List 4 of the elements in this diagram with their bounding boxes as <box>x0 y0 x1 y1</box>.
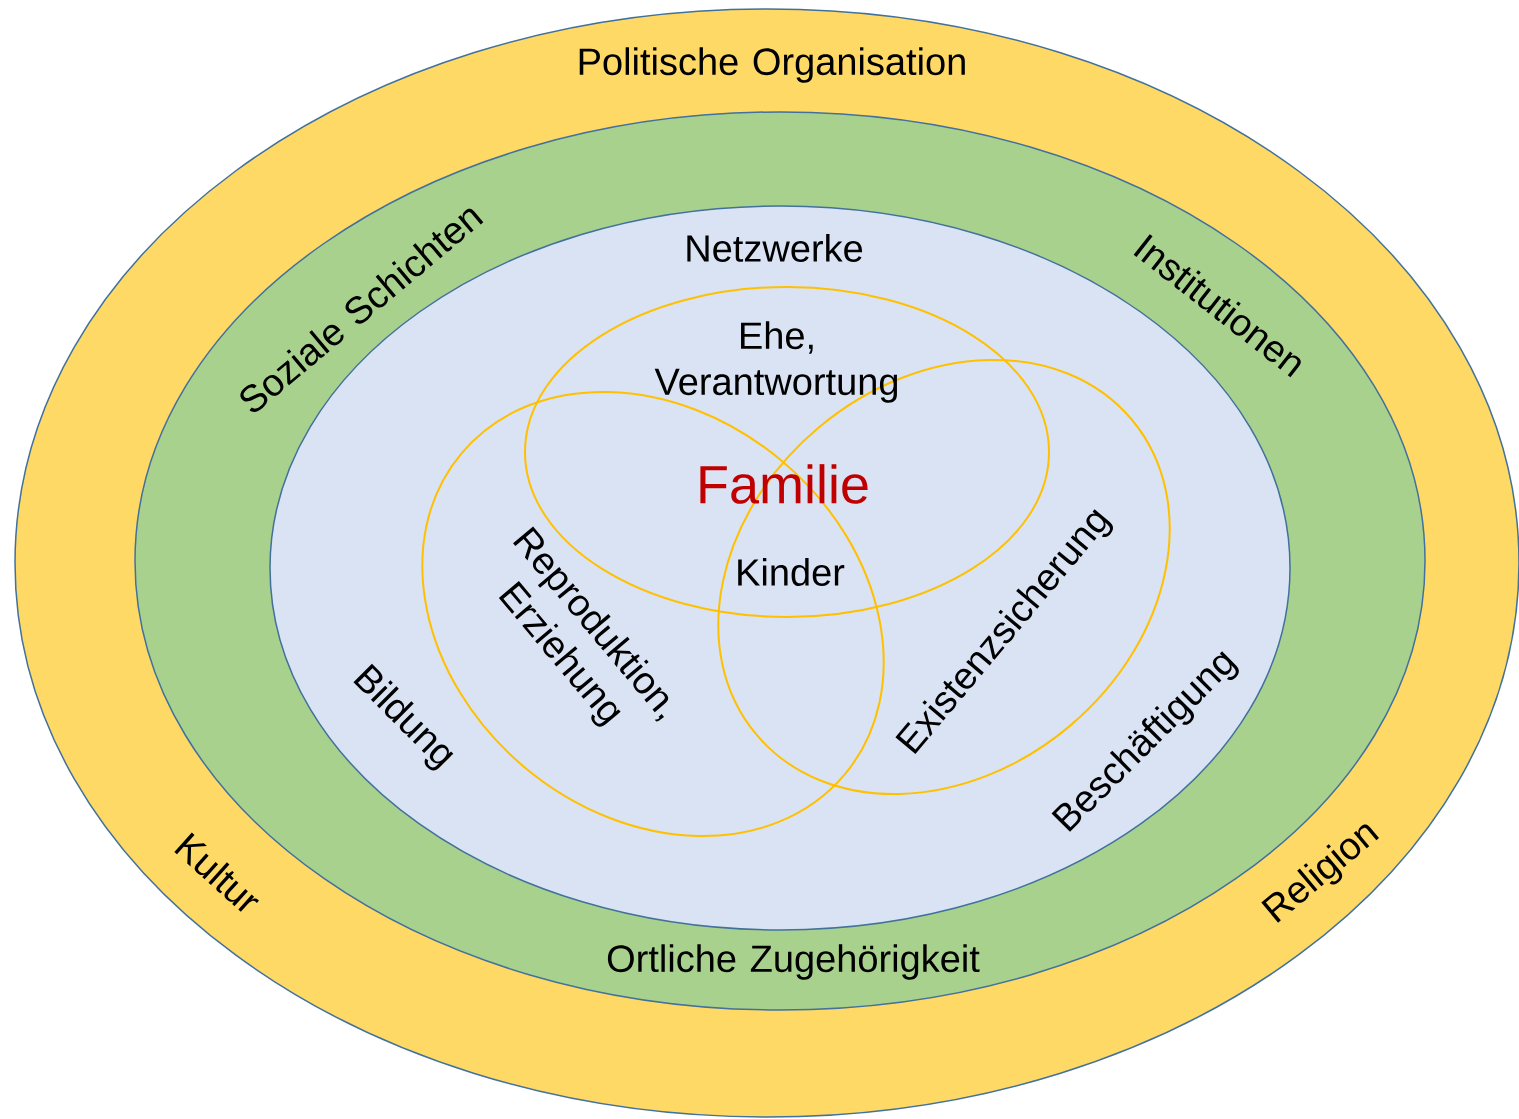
ring-label: Ortliche Zugehörigkeit <box>607 944 980 980</box>
overlap-label: Kinder <box>738 558 845 586</box>
ring-label: Politische Organisation <box>579 47 965 83</box>
ring-label: Netzwerke <box>687 234 863 262</box>
